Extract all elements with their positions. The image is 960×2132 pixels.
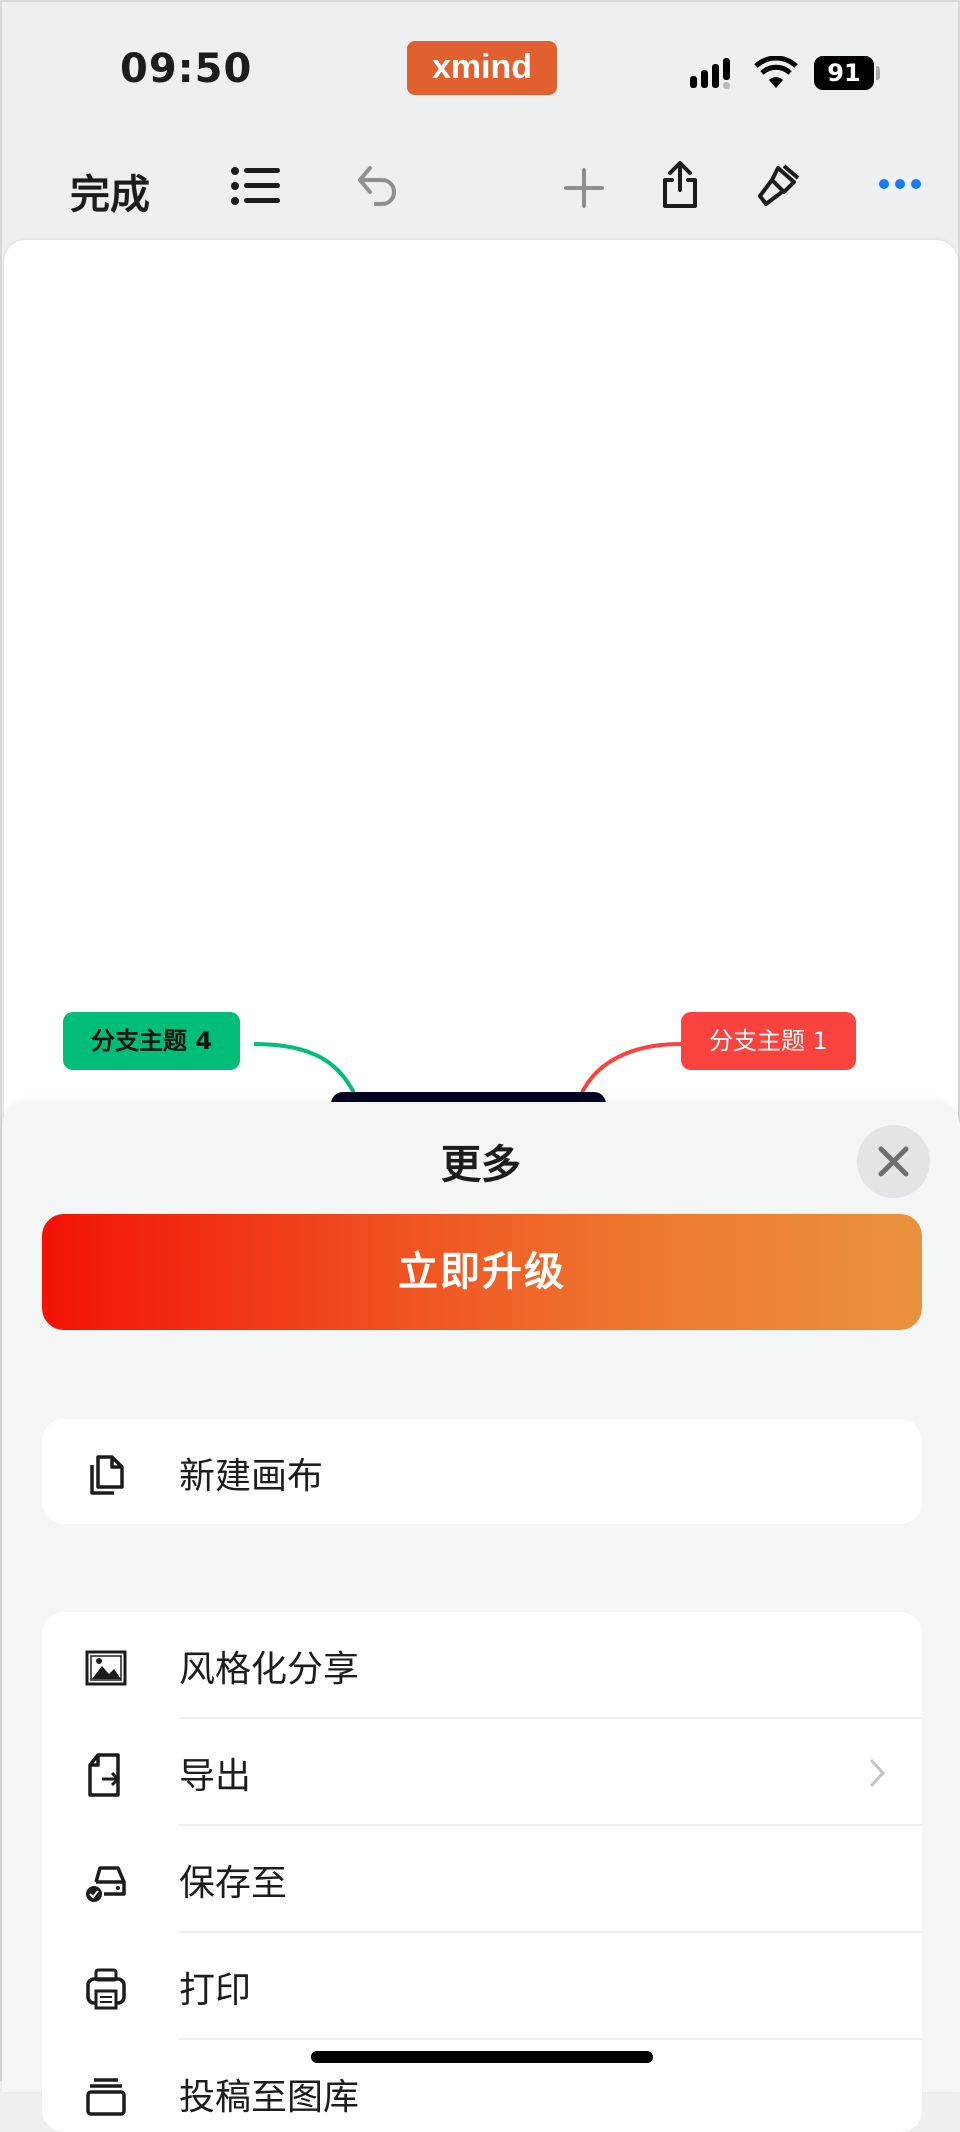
branch-topic-1[interactable]: 分支主题 1 [681, 1012, 856, 1070]
image-icon [85, 1650, 127, 1686]
menu-group-2: 风格化分享 导出 保存至 打印 投稿至图库 [42, 1612, 922, 2132]
menu-item-new-sheet[interactable]: 新建画布 [42, 1419, 922, 1524]
new-sheet-icon [90, 1455, 124, 1495]
close-icon [878, 1146, 909, 1177]
menu-group-1: 新建画布 [42, 1419, 922, 1524]
home-indicator[interactable] [311, 2051, 653, 2063]
upgrade-now-button[interactable]: 立即升级 [42, 1214, 922, 1330]
sheet-title: 更多 [441, 1142, 521, 1188]
menu-item-label: 风格化分享 [179, 1648, 360, 1690]
close-button[interactable] [857, 1125, 930, 1198]
battery-tip [876, 66, 880, 80]
connector-branch-4 [253, 1042, 360, 1103]
status-time: 09:50 [120, 46, 253, 92]
export-icon [88, 1753, 121, 1797]
save-drive-icon [86, 1866, 126, 1902]
menu-item-label: 导出 [179, 1755, 252, 1797]
printer-icon [86, 1968, 126, 2010]
xmind-logo-badge: xmind [407, 41, 557, 95]
menu-item-label: 投稿至图库 [179, 2076, 360, 2118]
menu-item-label: 打印 [179, 1969, 252, 2011]
outline-list-icon[interactable] [230, 166, 282, 206]
add-icon[interactable] [564, 168, 604, 208]
battery-indicator: 91 [814, 56, 874, 90]
done-button[interactable]: 完成 [70, 172, 150, 218]
menu-item-save-to[interactable]: 保存至 [42, 1826, 922, 1933]
branch-connectors [253, 1042, 682, 1103]
menu-item-print[interactable]: 打印 [42, 1933, 922, 2040]
connector-branch-1 [576, 1042, 682, 1103]
format-brush-icon[interactable] [754, 162, 800, 210]
menu-item-export[interactable]: 导出 [42, 1719, 922, 1826]
undo-icon[interactable] [356, 164, 400, 210]
wifi-icon [754, 56, 798, 90]
chevron-right-icon [869, 1758, 886, 1788]
signal-icon [690, 58, 738, 90]
menu-item-stylized-share[interactable]: 风格化分享 [42, 1612, 922, 1719]
more-icon[interactable] [878, 178, 922, 190]
branch-topic-4[interactable]: 分支主题 4 [63, 1012, 241, 1070]
menu-item-label: 保存至 [179, 1862, 288, 1904]
menu-item-label: 新建画布 [179, 1455, 324, 1497]
share-icon[interactable] [660, 160, 700, 210]
